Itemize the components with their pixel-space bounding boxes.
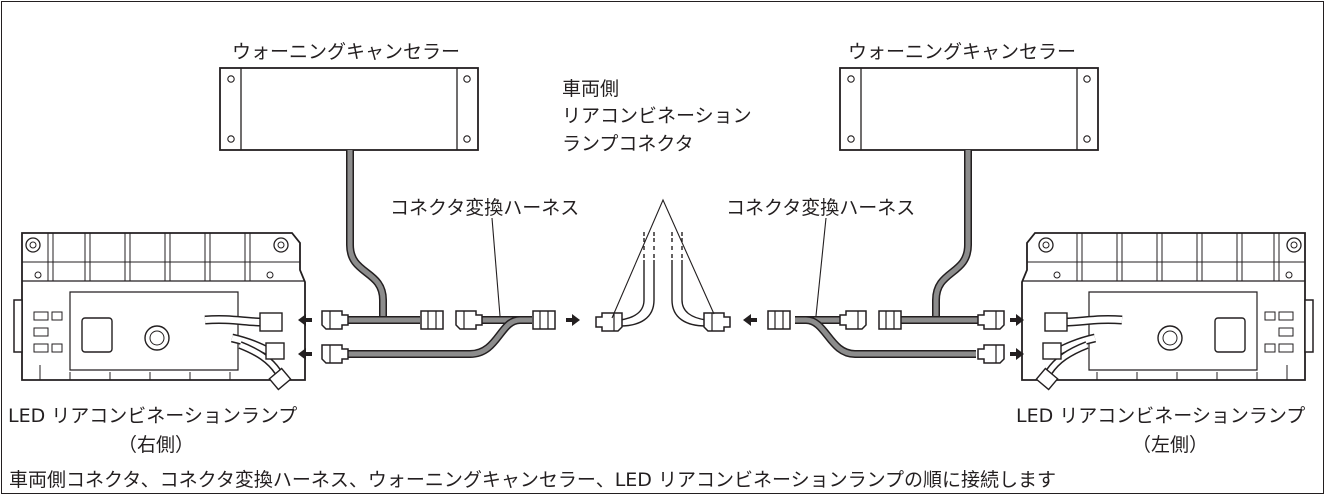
canceller-right-label: ウォーニングキャンセラー — [848, 41, 1077, 63]
vehicle-connector-label-line-3: ランプコネクタ — [562, 133, 694, 155]
canceller-left-label: ウォーニングキャンセラー — [232, 41, 461, 63]
vehicle-connector-label-line-1: 車両側 — [562, 78, 620, 100]
vehicle-side-connectors — [595, 232, 731, 332]
warning-canceller-right — [839, 67, 1099, 151]
lamp-right-side: （左側） — [1132, 434, 1209, 456]
harness-right-label: コネクタ変換ハーネス — [726, 197, 916, 219]
vehicle-connector-label-line-2: リアコンビネーション — [562, 105, 752, 127]
leader-lines — [491, 198, 827, 319]
caption: 車両側コネクタ、コネクタ変換ハーネス、ウォーニングキャンセラー、LED リアコン… — [9, 469, 1057, 491]
lamp-left-name: LED リアコンビネーションランプ — [8, 405, 298, 427]
lamp-right-name: LED リアコンビネーションランプ — [1016, 405, 1306, 427]
led-rear-combination-lamp-left-side — [1022, 233, 1313, 390]
cable-right — [795, 150, 1000, 358]
harness-left-label: コネクタ変換ハーネス — [390, 197, 580, 219]
led-rear-combination-lamp-right-side — [14, 233, 305, 390]
warning-canceller-left — [219, 67, 479, 151]
cable-left — [322, 150, 532, 358]
lamp-left-side: （右側） — [118, 434, 195, 456]
